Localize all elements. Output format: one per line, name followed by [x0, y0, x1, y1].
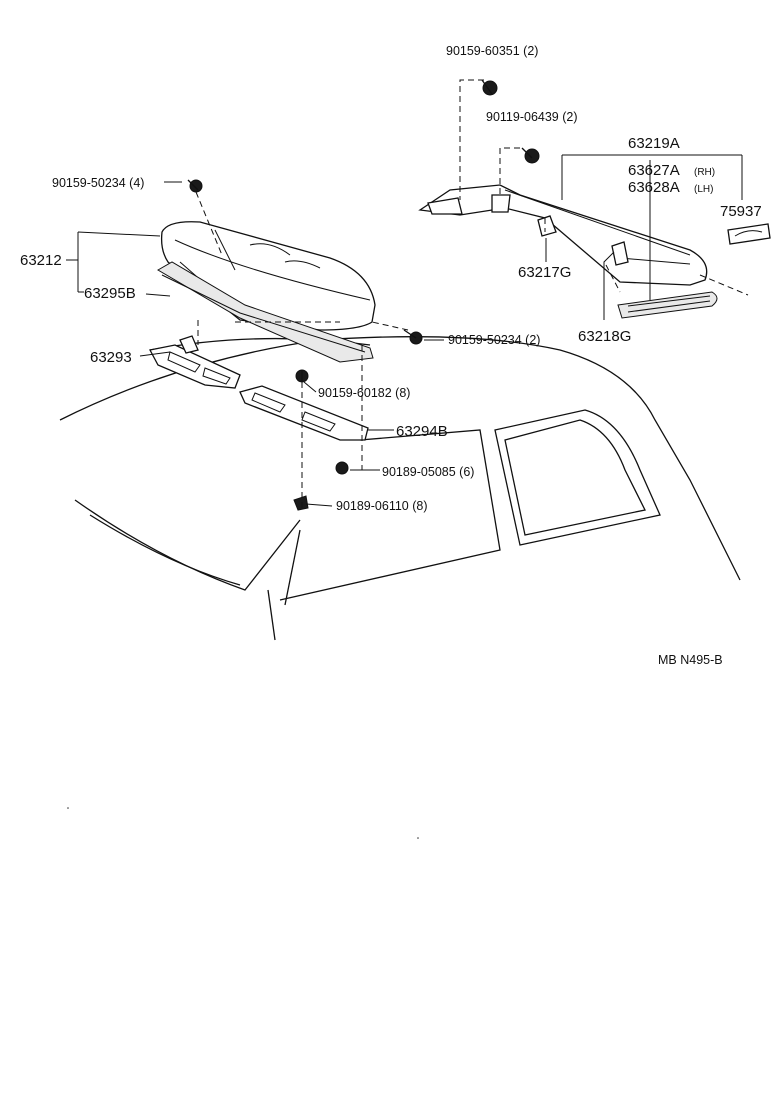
speck	[67, 807, 69, 809]
part-labels: 90159-60351 (2) 90119-06439 (2) 63219A 6…	[20, 44, 762, 667]
label-90189-06110: 90189-06110 (8)	[336, 499, 428, 513]
label-63627A: 63627A	[628, 162, 680, 179]
footer-code: MB N495-B	[658, 653, 723, 667]
label-63295B: 63295B	[84, 285, 136, 302]
label-63294B: 63294B	[396, 423, 448, 440]
label-63628A: 63628A	[628, 179, 680, 196]
label-90119-06439: 90119-06439 (2)	[486, 110, 578, 124]
spoiler-63219A	[418, 184, 708, 286]
label-63219A: 63219A	[628, 135, 680, 152]
bracket-63293	[149, 335, 241, 389]
label-90159-60351: 90159-60351 (2)	[446, 44, 538, 58]
bracket-63294B	[239, 385, 369, 441]
lamp-63627A	[617, 291, 718, 319]
label-63293: 63293	[90, 349, 132, 366]
car-body-outline	[59, 336, 741, 641]
label-90159-60182: 90159-60182 (8)	[318, 386, 410, 400]
label-90159-50234-a: 90159-50234 (4)	[52, 176, 144, 190]
label-63628A-side: (LH)	[694, 184, 713, 195]
label-63217G: 63217G	[518, 264, 571, 281]
cover-63218G	[611, 241, 629, 266]
emblem-75937	[727, 223, 771, 245]
label-90189-05085: 90189-05085 (6)	[382, 465, 474, 479]
speck	[417, 837, 419, 839]
label-90159-50234-b: 90159-50234 (2)	[448, 333, 540, 347]
leader-lines	[66, 154, 743, 507]
gasket-63295B	[157, 261, 374, 363]
label-75937: 75937	[720, 203, 762, 220]
label-63218G: 63218G	[578, 328, 631, 345]
fasteners	[187, 79, 540, 511]
label-63627A-side: (RH)	[694, 167, 715, 178]
cover-63217G	[537, 215, 557, 237]
label-63212: 63212	[20, 252, 62, 269]
spoiler-63212	[160, 221, 376, 331]
